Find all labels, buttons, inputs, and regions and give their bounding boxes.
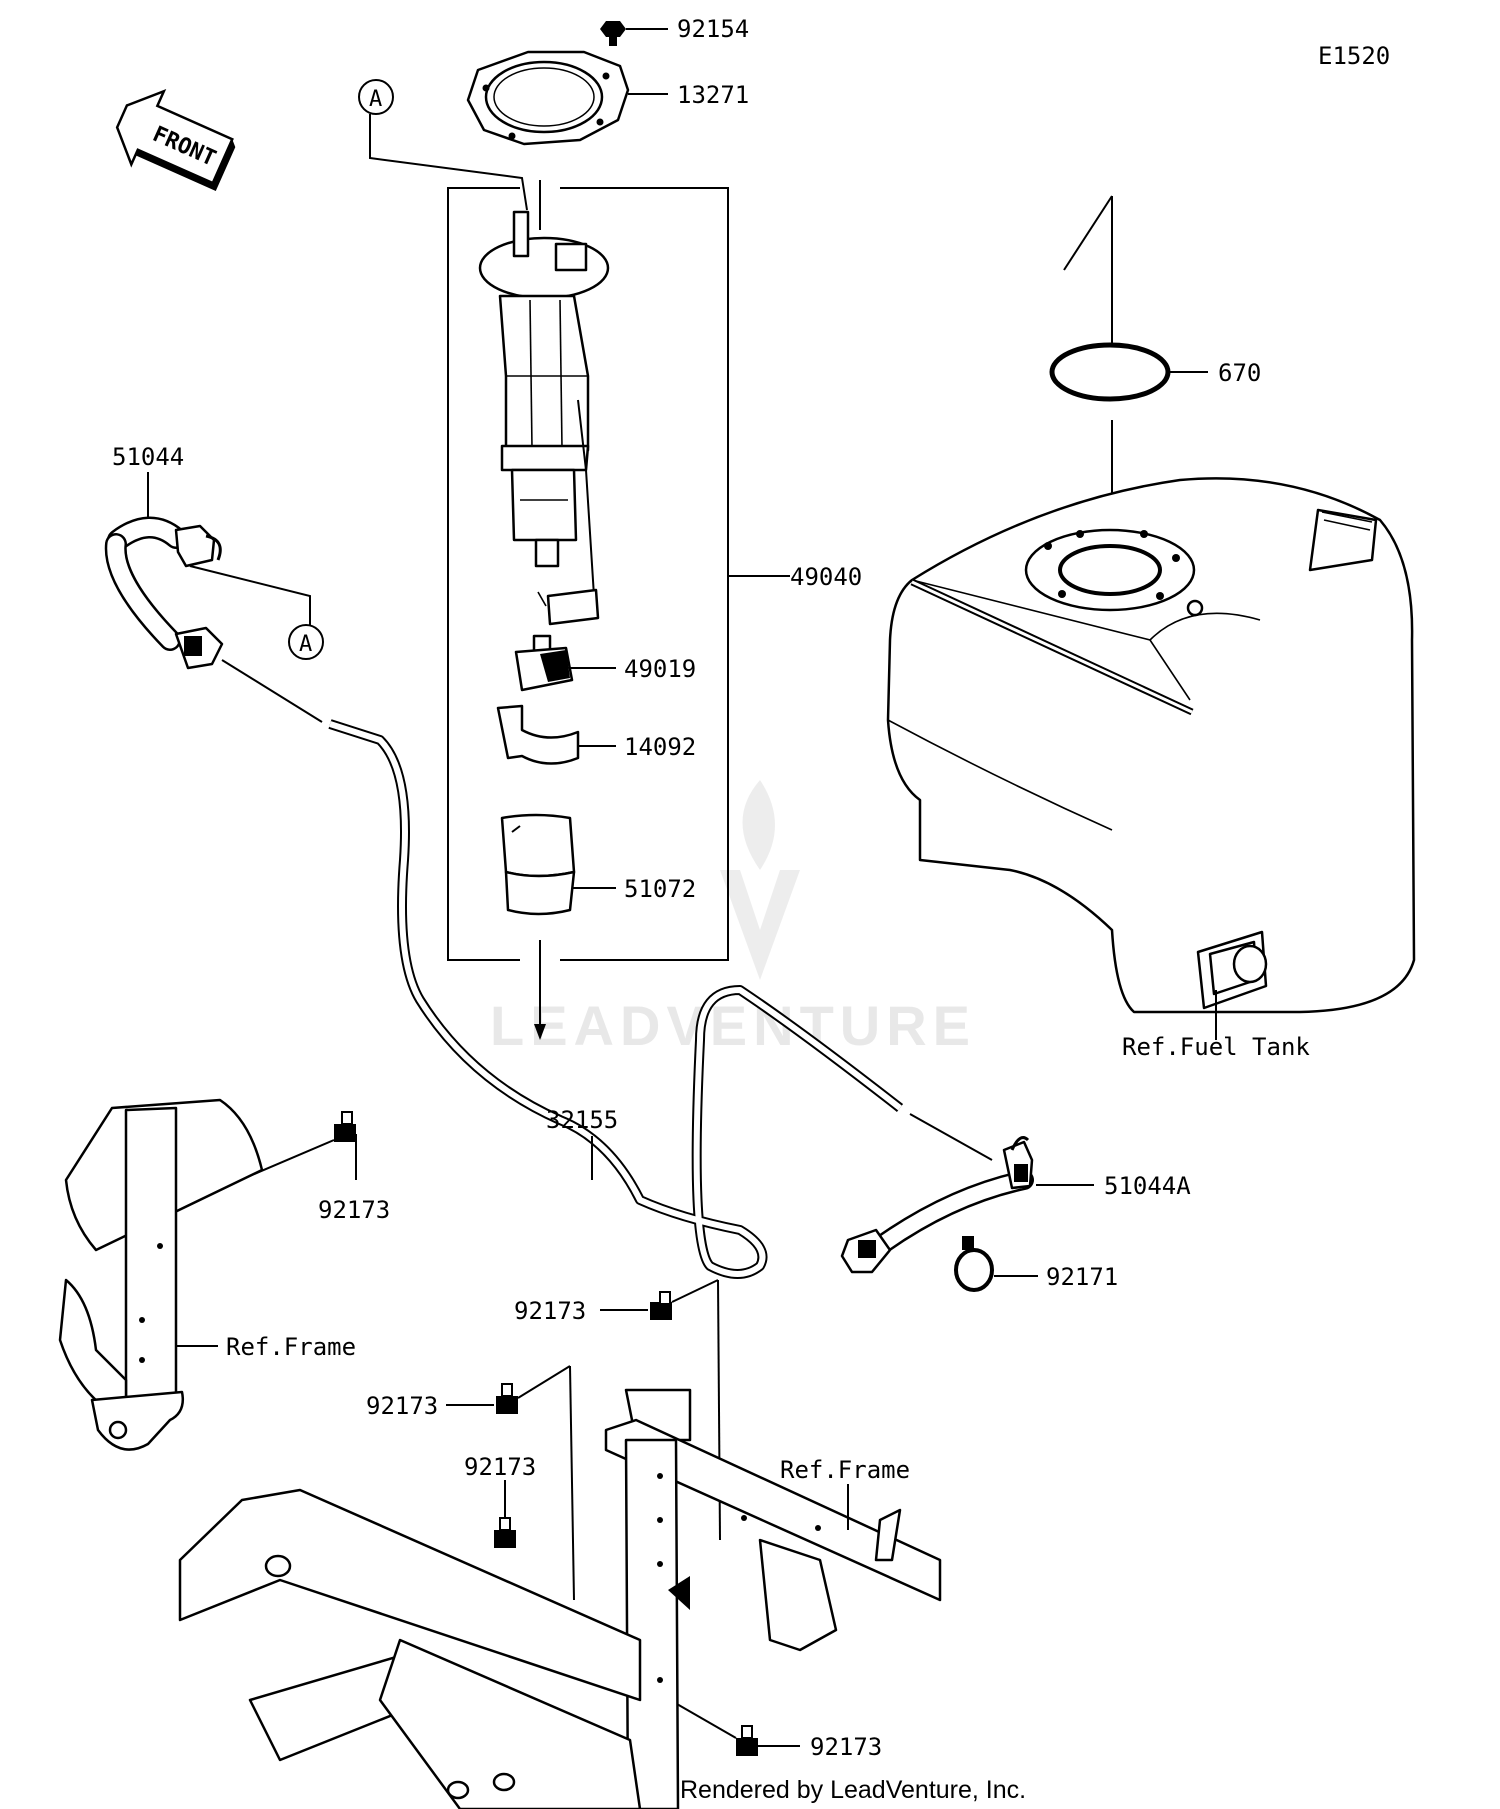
clamp-92171: 92171 (954, 1236, 1118, 1292)
label-32155: 32155 (546, 1106, 618, 1134)
clip-92173-left-mid: 92173 (366, 1365, 575, 1601)
label-49040: 49040 (790, 563, 862, 591)
gasket-13271: 13271 (466, 50, 749, 146)
label-670: 670 (1218, 359, 1261, 387)
pump-assembly-bracket (447, 187, 790, 961)
svg-text:92171: 92171 (1046, 1263, 1118, 1291)
label-51044: 51044 (112, 443, 184, 471)
svg-text:92173: 92173 (464, 1453, 536, 1481)
bolt-92154: 92154 (600, 15, 749, 46)
label-ref-frame-left: Ref.Frame (226, 1333, 356, 1361)
front-arrow-icon: FRONT (115, 89, 236, 191)
clip-92173-bottom: 92173 (669, 1699, 882, 1761)
hose-51044: 51044 A (104, 443, 324, 723)
svg-text:14092: 14092 (624, 733, 696, 761)
fuel-tank: 670 Ref.Fuel Tank (886, 195, 1416, 1061)
fuel-line-32155: 32155 (328, 719, 904, 1279)
clip-92173-mid: 92173 (514, 1279, 721, 1541)
watermark-text: LEADVENTURE (490, 994, 976, 1057)
label-ref-fuel-tank: Ref.Fuel Tank (1122, 1033, 1310, 1061)
frame-lower: Ref.Frame (178, 1388, 942, 1809)
watermark: LEADVENTURE (490, 780, 976, 1057)
hose-51044a: 51044A (840, 1113, 1191, 1274)
svg-text:13271: 13271 (677, 81, 749, 109)
clip-92173-lower: 92173 (464, 1453, 536, 1548)
svg-text:51072: 51072 (624, 875, 696, 903)
cup-51072: 51072 (500, 813, 696, 916)
diagram-code: E1520 (1318, 42, 1390, 70)
svg-text:92173: 92173 (366, 1392, 438, 1420)
svg-text:92173: 92173 (318, 1196, 390, 1224)
svg-text:92154: 92154 (677, 15, 749, 43)
frame-upper-left: Ref.Frame (58, 1098, 356, 1451)
label-ref-frame-lower: Ref.Frame (780, 1456, 910, 1484)
svg-text:A: A (369, 87, 382, 112)
svg-text:49019: 49019 (624, 655, 696, 683)
svg-text:92173: 92173 (514, 1297, 586, 1325)
filter-49019: 49019 (514, 634, 696, 692)
callout-a-top: A (358, 79, 528, 211)
label-51044a: 51044A (1104, 1172, 1191, 1200)
footer-credit: Rendered by LeadVenture, Inc. (680, 1776, 1026, 1804)
fuel-pump-49040 (478, 210, 610, 626)
bracket-14092: 14092 (496, 704, 696, 765)
callout-a-side: A (299, 632, 312, 657)
svg-text:92173: 92173 (810, 1733, 882, 1761)
